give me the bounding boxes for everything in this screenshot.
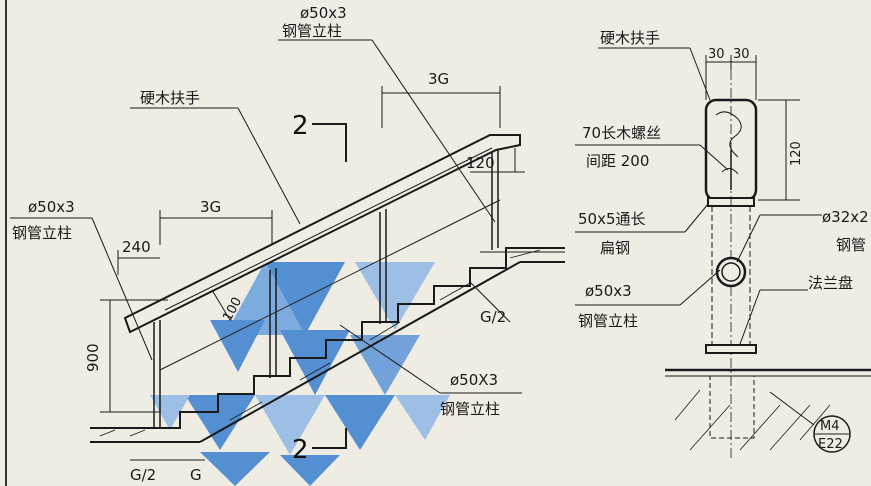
label-section-post-size: ø50x3	[585, 282, 632, 300]
dim-section-30-left: 30	[708, 47, 725, 62]
dim-240: 240	[122, 238, 151, 256]
label-post-mid-size: ø50X3	[450, 371, 498, 389]
label-post-left-size: ø50x3	[28, 198, 75, 216]
dim-900: 900	[84, 343, 102, 372]
dim-g-bottom: G	[190, 466, 202, 484]
svg-text:2: 2	[292, 435, 309, 465]
dim-section-30-right: 30	[733, 47, 750, 62]
wood-handrail	[123, 134, 521, 371]
section-mark-bottom: 2	[292, 428, 347, 465]
stair-slab	[90, 247, 565, 443]
dim-section-120: 120	[789, 141, 804, 166]
label-pipe-size: ø32x2	[822, 208, 869, 226]
dim-120-elevation: 120	[466, 154, 495, 172]
section-dimensions	[705, 55, 800, 201]
handrail-section	[665, 70, 871, 460]
dim-3g-upper: 3G	[428, 70, 449, 88]
label-wood-screw: 70长木螺丝	[582, 124, 661, 142]
label-post-top-name: 钢管立柱	[282, 22, 342, 40]
label-section-post-name: 钢管立柱	[578, 312, 638, 330]
dim-g-half-right: G/2	[480, 308, 506, 326]
label-flat-steel-2: 扁钢	[600, 239, 630, 257]
callout-top: M4	[820, 419, 840, 434]
section-leaders	[575, 47, 822, 426]
dim-3g-lower: 3G	[200, 198, 221, 216]
label-handrail-section: 硬木扶手	[600, 29, 660, 47]
label-post-mid-name: 钢管立柱	[440, 400, 500, 418]
label-post-top-size: ø50x3	[300, 4, 347, 22]
railing-posts	[153, 146, 499, 428]
dim-g-half-bottom: G/2	[130, 466, 156, 484]
elevation-leaders	[10, 39, 522, 394]
section-mark-top: 2	[292, 111, 347, 162]
svg-text:2: 2	[292, 111, 309, 141]
label-handrail-elevation: 硬木扶手	[140, 89, 200, 107]
label-flat-steel: 50x5通长	[578, 210, 646, 228]
watermark-logo	[150, 262, 450, 486]
detail-callout: M4 E22	[813, 415, 851, 453]
label-pipe-name: 钢管	[836, 236, 866, 254]
label-screw-spacing: 间距 200	[586, 152, 649, 170]
label-post-left-name: 钢管立柱	[12, 224, 72, 242]
elevation-dimensions	[100, 86, 525, 461]
callout-bottom: E22	[818, 437, 843, 452]
label-flange: 法兰盘	[808, 274, 853, 292]
